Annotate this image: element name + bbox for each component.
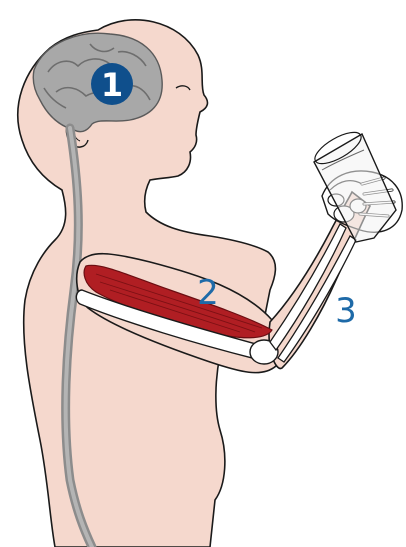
label-muscle: 2 xyxy=(197,273,219,313)
label-bone: 3 xyxy=(335,291,357,331)
label-brain: 1 xyxy=(101,66,123,104)
label-brain-badge: 1 xyxy=(91,63,133,105)
glass-icon xyxy=(310,126,396,242)
